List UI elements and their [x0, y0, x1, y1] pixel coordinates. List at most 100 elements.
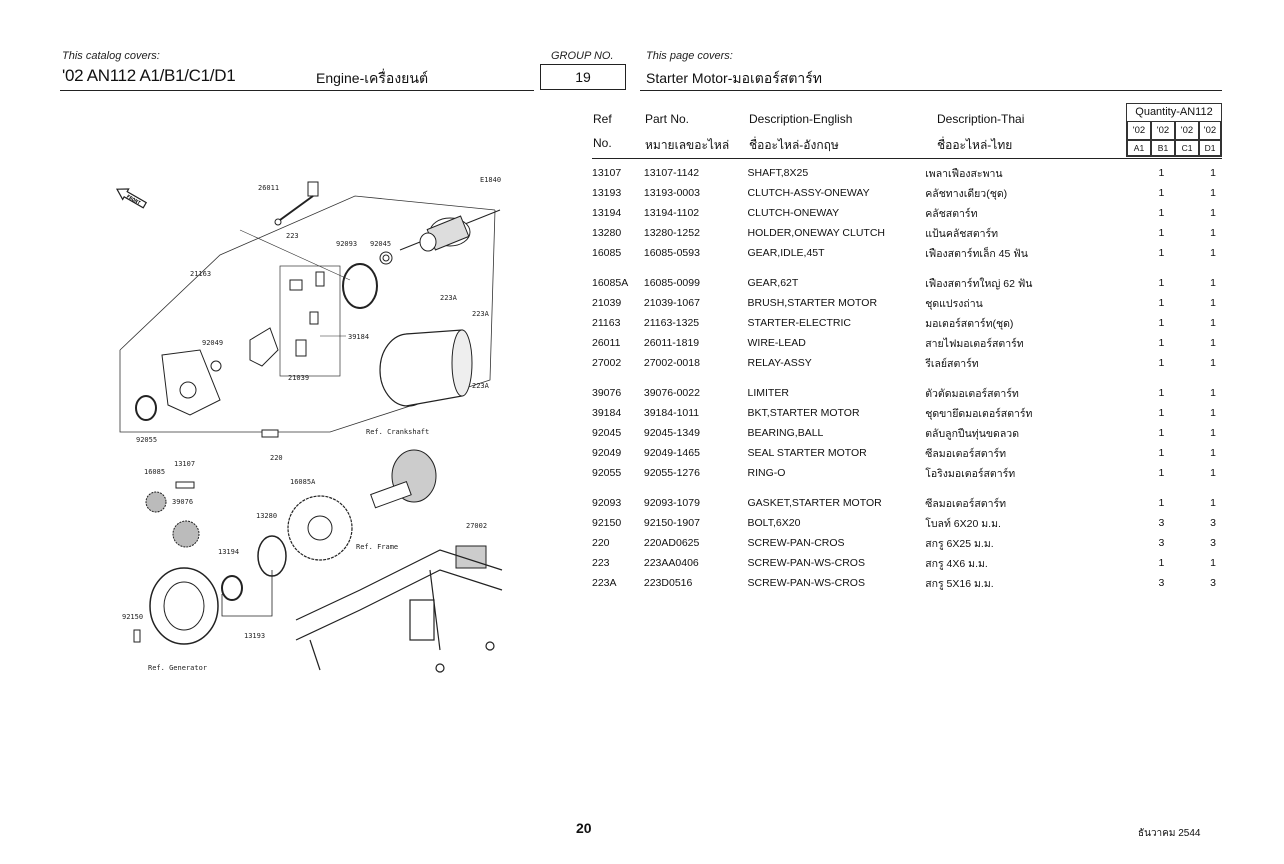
variant-col-b1: B1: [1151, 140, 1175, 156]
quantity-a1-cell: 1: [1158, 447, 1165, 459]
description-thai-cell: โอริงมอเตอร์สตาร์ท: [925, 467, 1016, 480]
ref-cell: 92049: [592, 447, 622, 459]
group-spacer: [592, 373, 1222, 383]
variant-col-c1: C1: [1175, 140, 1199, 156]
variant-col-d1: D1: [1199, 140, 1221, 156]
part-number-cell: 13193-0003: [643, 187, 700, 199]
screw-icon: [261, 429, 279, 438]
o-ring-icon: [135, 395, 157, 421]
description-thai-cell: มอเตอร์สตาร์ท(ชุด): [925, 317, 1014, 330]
assembly-outline: [119, 195, 496, 351]
quantity-d1-cell: 1: [1210, 167, 1216, 179]
catalog-covers-label: This catalog covers:: [62, 50, 160, 62]
description-thai-cell: ซีลมอเตอร์สตาร์ท: [925, 497, 1007, 510]
ref-cell: 16085A: [592, 277, 629, 289]
quantity-a1-cell: 1: [1158, 317, 1165, 329]
description-english-cell: LIMITER: [747, 387, 789, 399]
part-number-cell: 13280-1252: [643, 227, 700, 239]
ref-cell: 220: [592, 537, 610, 549]
quantity-d1-cell: 1: [1210, 187, 1216, 199]
description-thai-cell: สกรู 6X25 ม.ม.: [925, 537, 994, 550]
quantity-d1-cell: 1: [1210, 247, 1216, 259]
crankshaft-icon: [370, 449, 437, 509]
group-spacer: [592, 483, 1222, 493]
label-13193: 13193: [244, 632, 265, 640]
description-english-cell: HOLDER,ONEWAY CLUTCH: [747, 227, 886, 239]
model-code: '02 AN112 A1/B1/C1/D1: [62, 66, 236, 85]
year-col-2: '02: [1151, 121, 1175, 140]
ref-cell: 21163: [592, 317, 621, 329]
year-col-3: '02: [1175, 121, 1199, 140]
flywheel-icon: [149, 567, 219, 645]
quantity-d1-cell: 1: [1210, 317, 1216, 329]
quantity-a1-cell: 3: [1158, 517, 1165, 529]
part-number-cell: 220AD0625: [643, 537, 700, 549]
table-header-rule: [592, 158, 1222, 159]
wire-lead-icon: [274, 181, 319, 226]
part-number-cell: 92055-1276: [643, 467, 700, 479]
ref-crankshaft: Ref. Crankshaft: [366, 428, 429, 436]
description-thai-cell: คลัชทางเดียว(ชุด): [925, 187, 1008, 200]
description-english-cell: BEARING,BALL: [747, 427, 824, 439]
year-col-1: '02: [1127, 121, 1151, 140]
quantity-a1-cell: 3: [1158, 537, 1165, 549]
group-number-box: 19: [540, 64, 626, 90]
quantity-d1-cell: 1: [1210, 407, 1216, 419]
quantity-a1-cell: 1: [1158, 337, 1165, 349]
part-number-cell: 39076-0022: [643, 387, 700, 399]
description-thai-cell: เฟืองสตาร์ทเล็ก 45 ฟัน: [925, 247, 1028, 260]
description-english-cell: CLUTCH-ONEWAY: [747, 207, 840, 219]
part-number-cell: 92093-1079: [643, 497, 700, 509]
quantity-d1-cell: 1: [1210, 277, 1216, 289]
description-english-cell: RING-O: [747, 467, 786, 479]
quantity-a1-cell: 1: [1158, 247, 1165, 259]
label-92150: 92150: [122, 613, 143, 621]
ref-cell: 16085: [592, 247, 622, 259]
part-number-cell: 223AA0406: [643, 557, 699, 569]
col-desc-en-label: Description-English: [749, 112, 853, 126]
col-desc-th-label: Description-Thai: [937, 112, 1025, 126]
group-spacer: [592, 263, 1222, 273]
label-13194: 13194: [218, 548, 239, 556]
col-part-label: Part No.: [645, 112, 690, 126]
label-92045: 92045: [370, 240, 391, 248]
label-39184: 39184: [348, 333, 369, 341]
bolt-icon: [133, 629, 141, 643]
label-223A-1: 223A: [440, 294, 458, 302]
limiter-icon: [172, 520, 200, 548]
armature-icon: [399, 209, 501, 252]
quantity-a1-cell: 1: [1158, 407, 1165, 419]
description-english-cell: CLUTCH-ASSY-ONEWAY: [747, 187, 870, 199]
quantity-d1-cell: 1: [1210, 207, 1216, 219]
quantity-a1-cell: 1: [1158, 227, 1165, 239]
description-english-cell: SEAL STARTER MOTOR: [747, 447, 867, 459]
quantity-d1-cell: 1: [1210, 357, 1216, 369]
description-thai-cell: ชุดแปรงถ่าน: [925, 297, 983, 310]
quantity-a1-cell: 1: [1158, 167, 1165, 179]
description-english-cell: BOLT,6X20: [747, 517, 801, 529]
diagram-code: E1840: [480, 176, 501, 184]
motor-yoke-icon: [379, 329, 473, 407]
seal-icon: [210, 360, 222, 372]
label-39076: 39076: [172, 498, 193, 506]
description-english-cell: SCREW-PAN-WS-CROS: [747, 557, 865, 569]
description-english-cell: GEAR,62T: [747, 277, 799, 289]
part-number-cell: 92049-1465: [643, 447, 700, 459]
group-label: GROUP NO.: [551, 50, 614, 62]
shaft-icon: [175, 481, 195, 489]
label-223A-3: 223A: [472, 382, 490, 390]
part-number-cell: 92045-1349: [643, 427, 700, 439]
part-number-cell: 16085-0593: [643, 247, 700, 259]
part-number-cell: 27002-0018: [643, 357, 700, 369]
frame-icon: [295, 549, 503, 673]
